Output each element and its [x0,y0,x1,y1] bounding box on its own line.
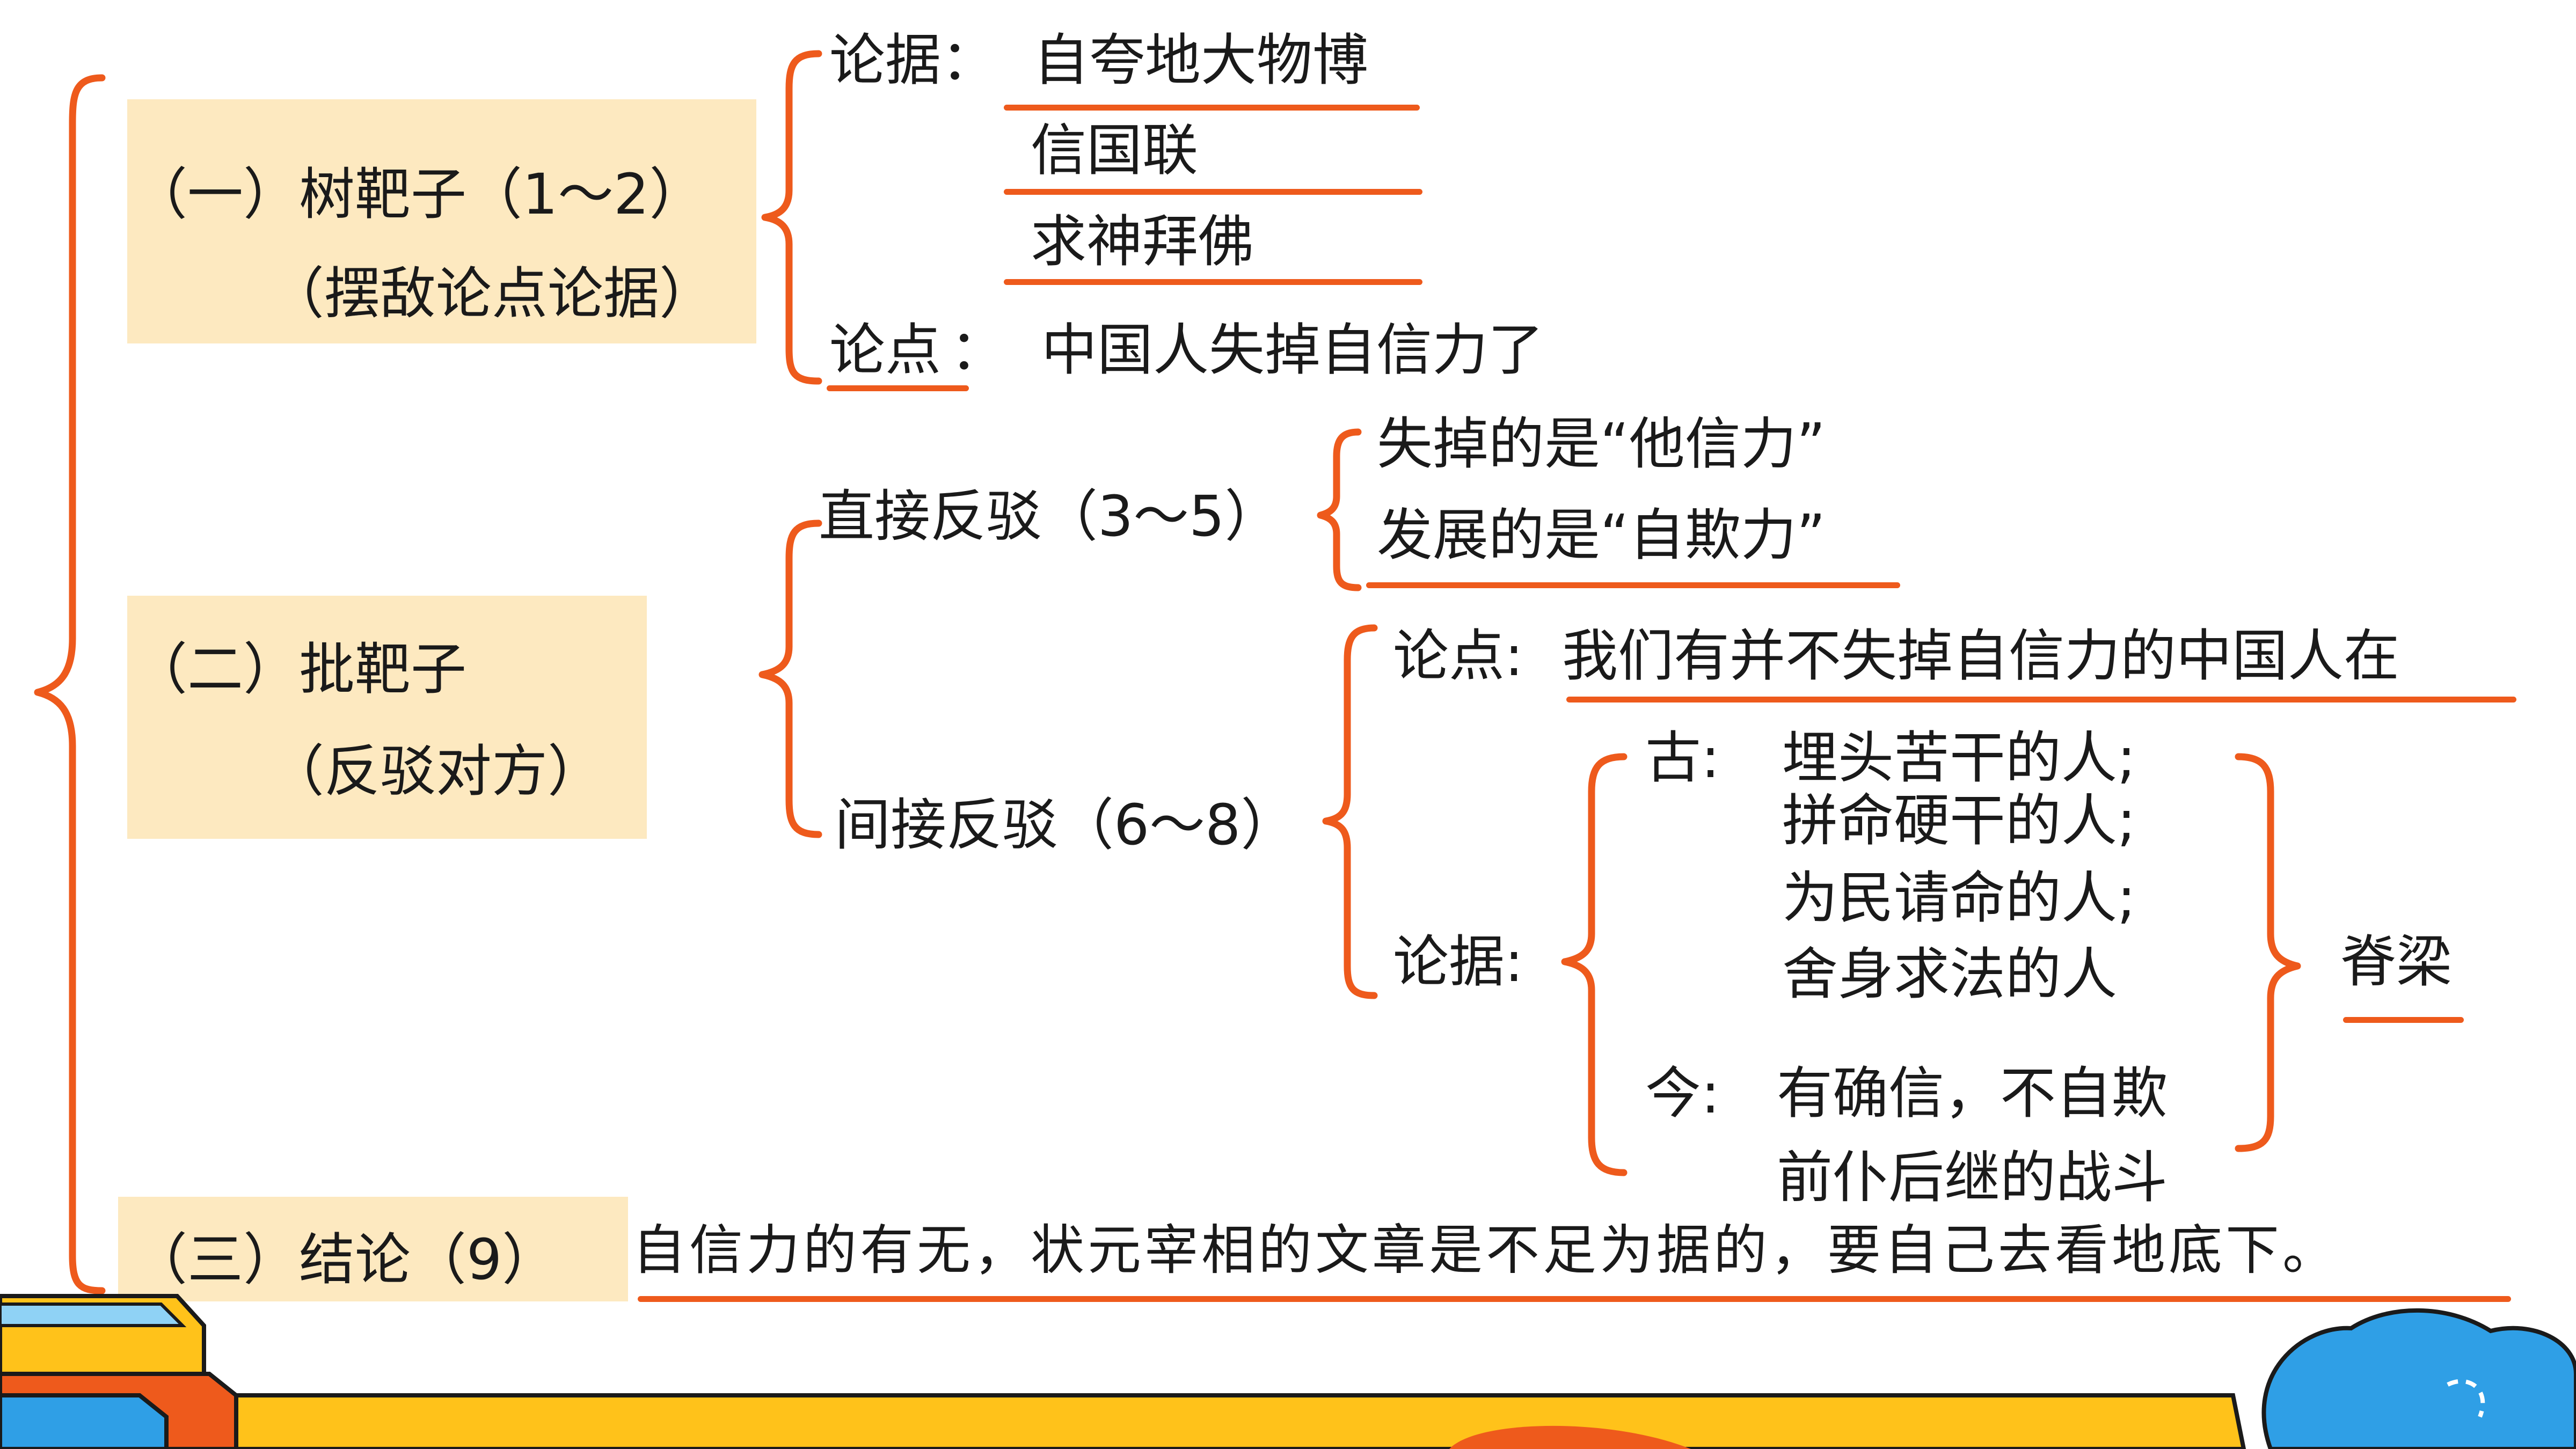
argument-underline-1 [1004,105,1420,111]
ancient-item-1: 埋头苦干的人; [1782,725,2136,791]
ancient-item-4: 舍身求法的人 [1782,941,2118,1007]
modern-item-2: 前仆后继的战斗 [1777,1145,2168,1210]
indirect-point-text: 我们有并不失掉自信力的中国人在 [1562,623,2400,689]
direct-item-2: 发展的是“自欺力” [1377,502,1826,568]
point-label: 论点 [829,317,942,383]
section2-subtitle: （反驳对方） [268,738,604,804]
arguments-label: 论据： [829,27,997,93]
section3-title: （三）结论（9） [132,1227,558,1292]
point-label-underline [827,385,969,391]
conclusion-text: 自信力的有无，状元宰相的文章是不足为据的，要自己去看地底下。 [632,1219,2339,1282]
ancient-item-3: 为民请命的人; [1782,865,2136,931]
direct-item-1: 失掉的是“他信力” [1377,411,1826,477]
argument-item-3: 求神拜佛 [1031,209,1254,274]
point-separator: ： [950,317,1006,383]
modern-label: 今: [1645,1060,1720,1126]
section2-box [127,596,647,839]
point-text: 中国人失掉自信力了 [1041,317,1544,383]
direct-rebuttal-label: 直接反驳（3～5） [819,484,1281,549]
ancient-item-2: 拼命硬干的人; [1782,788,2136,853]
spine-underline [2343,1017,2464,1023]
section1-subtitle: （摆敌论点论据） [268,261,716,326]
section3-box [118,1197,628,1301]
argument-underline-2 [1004,189,1422,195]
conclusion-underline [638,1296,2511,1302]
section1-box [127,99,756,343]
section1-title: （一）树靶子（1～2） [132,162,705,227]
argument-underline-3 [1004,279,1422,285]
section2-title: （二）批靶子 [132,636,467,702]
modern-item-1: 有确信，不自欺 [1777,1060,2168,1126]
argument-item-2: 信国联 [1031,118,1199,183]
ancient-label: 古: [1645,725,1720,791]
argument-item-1: 自夸地大物博 [1033,27,1369,93]
evidence-label: 论据: [1393,929,1524,994]
indirect-point-underline [1566,697,2516,702]
indirect-rebuttal-label: 间接反驳（6～8） [835,792,1297,858]
indirect-point-label: 论点: [1393,623,1524,689]
direct-item-2-underline [1366,582,1900,588]
spine-text: 脊梁 [2340,929,2453,994]
